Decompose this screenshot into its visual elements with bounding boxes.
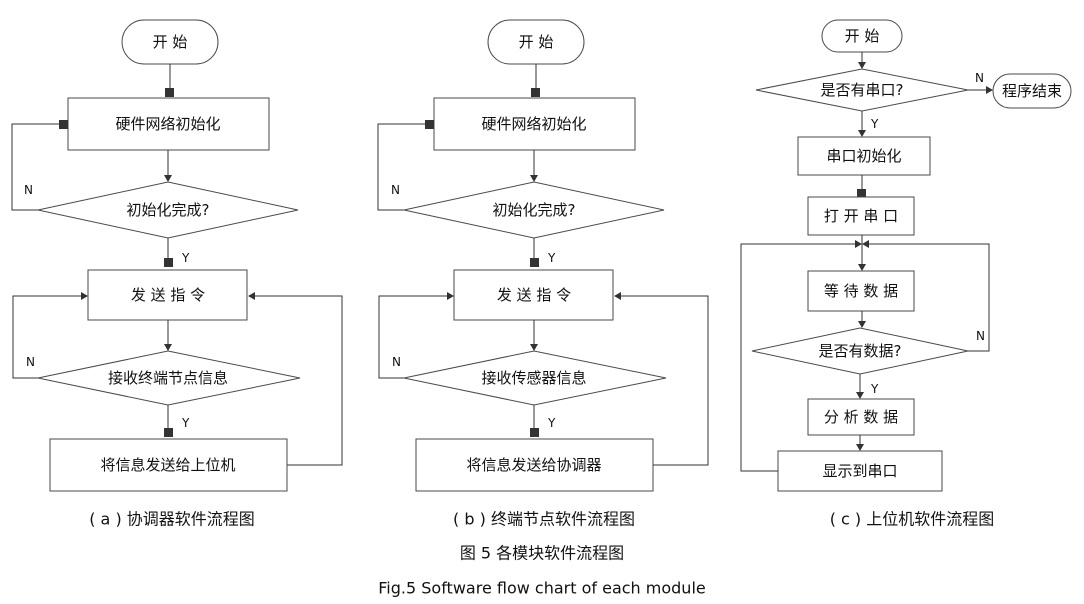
b-init-label: 硬件网络初始化 (481, 115, 586, 133)
a-receive-label: 接收终端节点信息 (108, 369, 228, 387)
a-junction (164, 428, 173, 437)
c-open-port-node (807, 196, 915, 236)
b-caption: ( b ) 终端节点软件流程图 (453, 510, 635, 529)
a-no-label: N (24, 183, 33, 197)
c-arrowhead (856, 444, 864, 451)
a-junction (165, 88, 174, 97)
c-wait-node (807, 270, 915, 312)
c-arrowhead (856, 392, 864, 399)
c-wait-label: 等 待 数 据 (824, 282, 898, 300)
b-return-loop (621, 295, 709, 466)
b-forward-label: 将信息发送给协调器 (466, 456, 601, 474)
c-return-loop (740, 243, 855, 472)
b-junction (530, 258, 539, 267)
a-send-label: 发 送 指 令 (131, 286, 205, 304)
a-forward-node (49, 438, 288, 492)
c-arrowhead (858, 264, 866, 271)
a-receive-node (37, 350, 301, 406)
b-no-label: N (391, 183, 400, 197)
a-no-loop (12, 295, 81, 379)
b-no-loop (378, 295, 447, 379)
b-junction (425, 120, 434, 129)
b-yes-label: Y (547, 416, 556, 430)
b-send-node (453, 269, 614, 321)
c-arrowhead (855, 240, 862, 248)
a-init-node (67, 97, 270, 151)
c-yes-label: Y (870, 117, 879, 131)
b-start-label: 开 始 (519, 33, 554, 51)
a-send-node (87, 269, 248, 321)
c-has-port-label: 是否有串口? (821, 81, 904, 99)
b-forward-node (415, 438, 654, 492)
a-forward-label: 将信息发送给上位机 (100, 456, 235, 474)
a-check-label: 初始化完成? (127, 201, 210, 219)
c-arrowhead (858, 321, 866, 328)
c-no-loop (869, 243, 990, 352)
a-yes-label: Y (181, 251, 190, 265)
c-analyze-node (807, 398, 915, 436)
c-end-label: 程序结束 (1002, 82, 1062, 100)
flowchart-b: 开 始 硬件网络初始化 初始化完成? N Y 发 送 指 令 接收传感器信息 N… (377, 19, 709, 529)
c-caption: ( c ) 上位机软件流程图 (830, 510, 995, 529)
b-send-label: 发 送 指 令 (497, 286, 571, 304)
b-junction (531, 88, 540, 97)
b-receive-node (403, 350, 667, 406)
c-port-init-node (797, 136, 931, 176)
c-open-port-label: 打 开 串 口 (824, 207, 898, 225)
a-return-loop (255, 295, 343, 466)
b-yes-label: Y (547, 251, 556, 265)
b-junction (530, 428, 539, 437)
figure-title-en: Fig.5 Software flow chart of each module (378, 579, 705, 598)
c-display-node (777, 450, 943, 492)
b-arrowhead (530, 344, 538, 351)
a-arrowhead (164, 344, 172, 351)
a-arrowhead (164, 175, 172, 182)
c-junction (857, 189, 866, 198)
c-display-label: 显示到串口 (822, 462, 897, 480)
c-end-node (992, 73, 1072, 109)
c-start-label: 开 始 (845, 27, 880, 45)
flowchart-a: 开 始 硬件网络初始化 初始化完成? N Y 发 送 指 令 接收终端节点信息 … (11, 19, 343, 529)
a-caption: ( a ) 协调器软件流程图 (89, 510, 255, 529)
c-yes-label: Y (870, 382, 879, 396)
b-arrowhead (530, 175, 538, 182)
b-arrowhead (447, 292, 454, 300)
c-arrowhead (858, 130, 866, 137)
b-init-node (433, 97, 636, 151)
a-junction (164, 258, 173, 267)
c-port-init-label: 串口初始化 (826, 147, 901, 165)
c-no-label: N (976, 329, 985, 343)
flowchart-c: 开 始 是否有串口? N 程序结束 Y 串口初始化 打 开 串 口 等 待 数 … (740, 19, 1072, 529)
a-init-label: 硬件网络初始化 (115, 115, 220, 133)
b-arrowhead (614, 292, 621, 300)
b-receive-label: 接收传感器信息 (481, 369, 586, 387)
c-arrowhead (858, 62, 866, 69)
a-check-node (37, 181, 299, 239)
b-no-label: N (392, 355, 401, 369)
a-junction (59, 120, 68, 129)
figure-title-cn: 图 5 各模块软件流程图 (460, 544, 624, 563)
a-no-label: N (26, 355, 35, 369)
a-yes-label: Y (181, 416, 190, 430)
c-has-data-label: 是否有数据? (819, 342, 902, 360)
c-arrowhead (862, 240, 869, 248)
b-check-node (403, 181, 665, 239)
c-analyze-label: 分 析 数 据 (824, 408, 898, 426)
a-start-label: 开 始 (153, 33, 188, 51)
a-arrowhead (248, 292, 255, 300)
a-no-loop (11, 123, 63, 211)
c-no-label: N (975, 71, 984, 85)
c-arrowhead (986, 86, 993, 94)
a-arrowhead (81, 292, 88, 300)
b-no-loop (377, 123, 429, 211)
b-check-label: 初始化完成? (493, 201, 576, 219)
